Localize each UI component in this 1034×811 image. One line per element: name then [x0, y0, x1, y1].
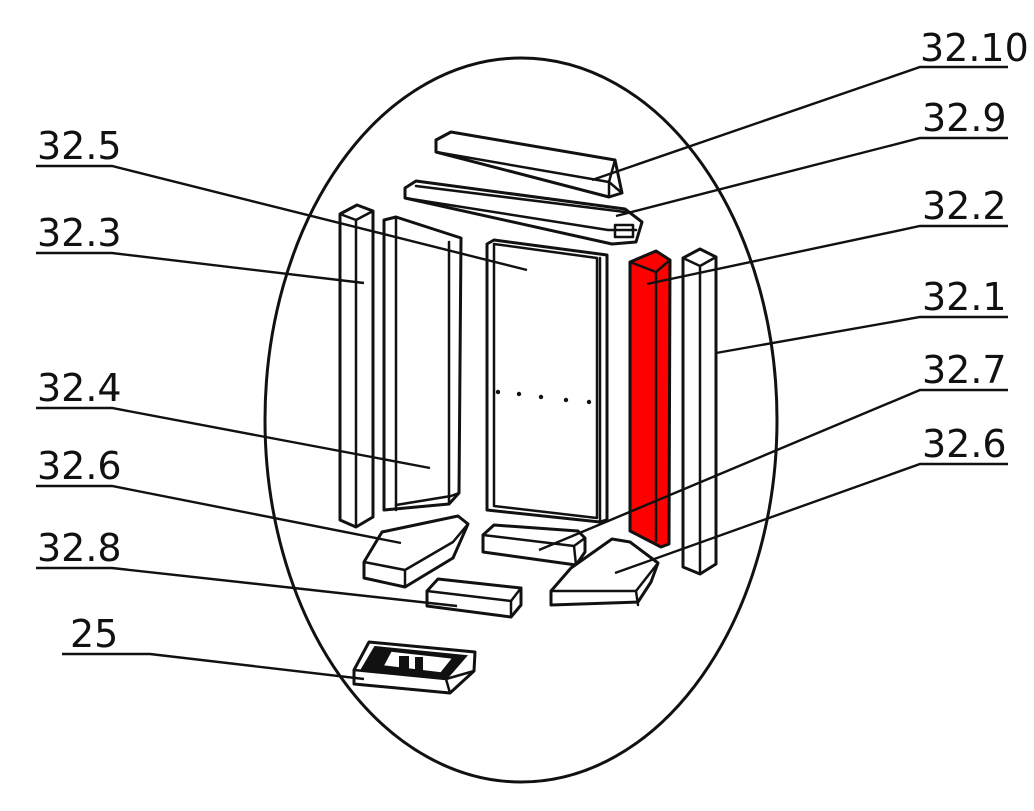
part-32-7[interactable]	[481, 523, 587, 567]
label-32-9: 32.9	[922, 96, 1007, 140]
part-32-9[interactable]	[403, 179, 644, 246]
label-32-1: 32.1	[922, 275, 1007, 319]
part-32-1[interactable]	[681, 247, 718, 576]
detail-oval	[263, 56, 779, 784]
label-32-8: 32.8	[37, 526, 122, 570]
part-32-8[interactable]	[425, 577, 523, 619]
label-32-6-right: 32.6	[922, 422, 1007, 466]
label-32-5: 32.5	[37, 124, 122, 168]
part-32-6-left[interactable]	[362, 514, 470, 589]
part-25-ash-pan[interactable]	[352, 640, 477, 695]
part-32-3[interactable]	[338, 203, 375, 529]
part-32-2-highlighted[interactable]	[628, 249, 672, 549]
part-32-10[interactable]	[434, 130, 624, 199]
part-32-5[interactable]	[485, 238, 609, 524]
label-32-7: 32.7	[922, 348, 1007, 392]
leader-lines	[36, 65, 1008, 681]
label-32-6-left: 32.6	[37, 444, 122, 488]
label-32-10: 32.10	[920, 26, 1029, 70]
label-25: 25	[70, 612, 118, 656]
back-panel-holes	[495, 389, 592, 405]
label-32-2: 32.2	[922, 184, 1007, 228]
part-labels: 32.10 32.9 32.5 32.2 32.3 32.1 32.4 32.7…	[37, 26, 1029, 656]
label-32-3: 32.3	[37, 211, 122, 255]
label-32-4: 32.4	[37, 366, 122, 410]
part-32-6-right[interactable]	[549, 537, 660, 607]
